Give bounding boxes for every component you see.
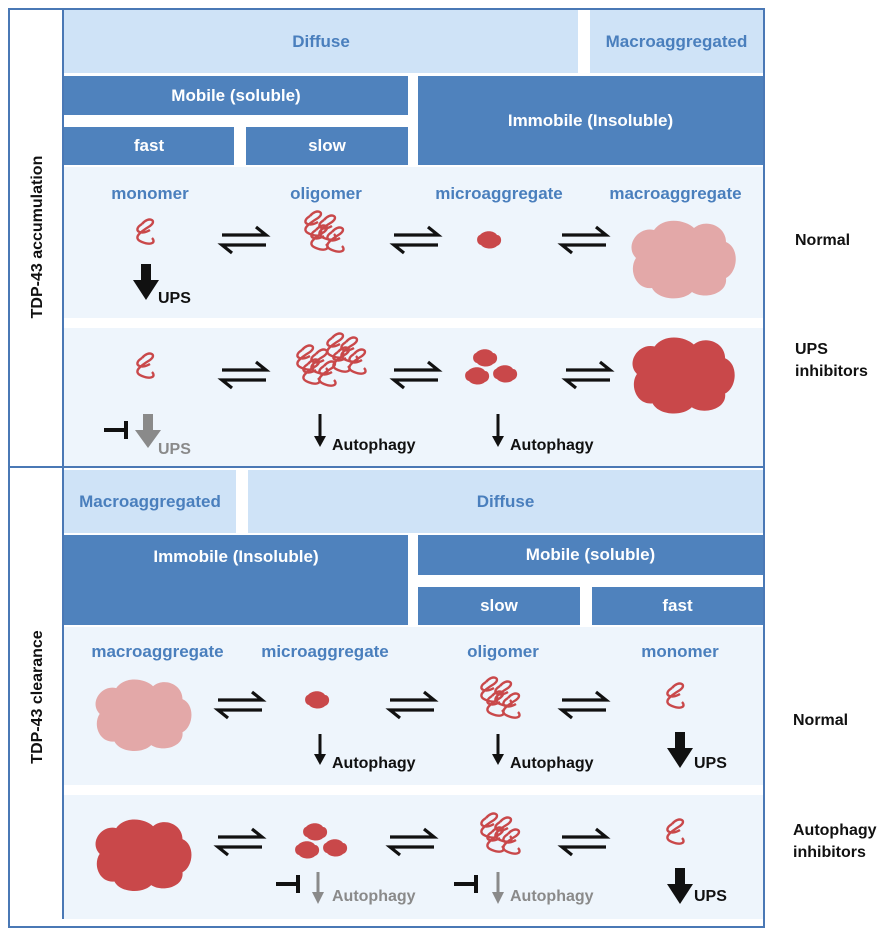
header-mobile: Mobile (soluble) (418, 535, 763, 575)
equilibrium-arrows-icon (220, 360, 268, 390)
aggregate-blob-icon (295, 841, 320, 859)
species-label: oligomer (290, 184, 362, 203)
species-label: microaggregate (435, 184, 563, 203)
equilibrium-arrows-icon (560, 690, 608, 720)
species-label: oligomer (467, 642, 539, 661)
monomer-coil-icon (666, 682, 685, 709)
oligomer-coil-icon (481, 678, 519, 718)
condition-label-ups-inhibitors: UPS inhibitors (795, 341, 868, 380)
header-slow: slow (246, 127, 408, 165)
equilibrium-arrows-icon (392, 360, 440, 390)
monomer-coil-icon (136, 352, 155, 379)
down-arrow-icon (133, 264, 159, 300)
autophagy-label: Autophagy (510, 437, 594, 454)
aggregate-blob-icon (305, 691, 330, 709)
equilibrium-arrows-icon (560, 827, 608, 857)
autophagy-label: Autophagy (332, 437, 416, 454)
condition-label-normal: Normal (795, 232, 851, 249)
monomer-coil-icon (136, 218, 155, 245)
aggregate-blob-icon (303, 823, 328, 841)
autophagy-label-blocked: Autophagy (510, 888, 594, 905)
header-fast: fast (64, 127, 234, 165)
aggregate-blob-icon (323, 839, 348, 857)
ups-label: UPS (694, 755, 727, 772)
aggregate-blob-icon (465, 367, 490, 385)
down-arrow-icon (314, 414, 326, 447)
equilibrium-arrows-icon (220, 225, 268, 255)
oligomer-coil-icon (305, 212, 343, 252)
aggregate-blob-icon (632, 337, 735, 414)
down-arrow-icon (312, 872, 324, 904)
down-arrow-icon (492, 872, 504, 904)
equilibrium-arrows-icon (216, 827, 264, 857)
header-immobile: Immobile (Insoluble) (64, 535, 408, 625)
inhibition-bar-icon (454, 875, 478, 893)
oligomer-coil-icon (297, 346, 335, 386)
species-label: monomer (641, 642, 719, 661)
species-label: microaggregate (261, 642, 389, 661)
autophagy-label: Autophagy (332, 755, 416, 772)
autophagy-label-blocked: Autophagy (332, 888, 416, 905)
equilibrium-arrows-icon (388, 690, 436, 720)
equilibrium-arrows-icon (388, 827, 436, 857)
header-immobile: Immobile (Insoluble) (418, 76, 763, 165)
down-arrow-icon (492, 734, 504, 765)
aggregate-blob-icon (95, 819, 192, 892)
aggregate-blob-icon (477, 231, 502, 249)
inhibition-bar-icon (104, 421, 128, 439)
divider-line (8, 466, 765, 468)
ups-label: UPS (694, 888, 727, 905)
species-label: macroaggregate (91, 642, 224, 661)
species-label: macroaggregate (609, 184, 742, 203)
header-macroaggregated: Macroaggregated (590, 10, 763, 73)
species-label: monomer (111, 184, 189, 203)
oligomer-coil-icon (481, 814, 519, 854)
header-macroaggregated: Macroaggregated (64, 470, 236, 533)
equilibrium-arrows-icon (392, 225, 440, 255)
oligomer-coil-icon (327, 334, 365, 374)
aggregate-blob-icon (95, 679, 192, 752)
header-mobile: Mobile (soluble) (64, 76, 408, 115)
divider-line (62, 8, 64, 919)
header-diffuse: Diffuse (248, 470, 763, 533)
header-fast: fast (592, 587, 763, 625)
condition-label-autophagy-inhibitors: Autophagy inhibitors (793, 822, 877, 861)
equilibrium-arrows-icon (564, 360, 612, 390)
down-arrow-icon (667, 868, 693, 904)
equilibrium-arrows-icon (216, 690, 264, 720)
condition-label-normal: Normal (793, 712, 849, 729)
ups-label-blocked: UPS (158, 441, 191, 458)
down-arrow-icon (135, 414, 161, 448)
monomer-coil-icon (666, 818, 685, 845)
equilibrium-arrows-icon (560, 225, 608, 255)
header-diffuse: Diffuse (64, 10, 578, 73)
aggregate-blob-icon (631, 220, 736, 299)
ups-label: UPS (158, 290, 191, 307)
autophagy-label: Autophagy (510, 755, 594, 772)
aggregate-blob-icon (493, 365, 518, 383)
header-slow: slow (418, 587, 580, 625)
down-arrow-icon (667, 732, 693, 768)
inhibition-bar-icon (276, 875, 300, 893)
down-arrow-icon (314, 734, 326, 765)
down-arrow-icon (492, 414, 504, 447)
aggregate-blob-icon (473, 349, 498, 367)
